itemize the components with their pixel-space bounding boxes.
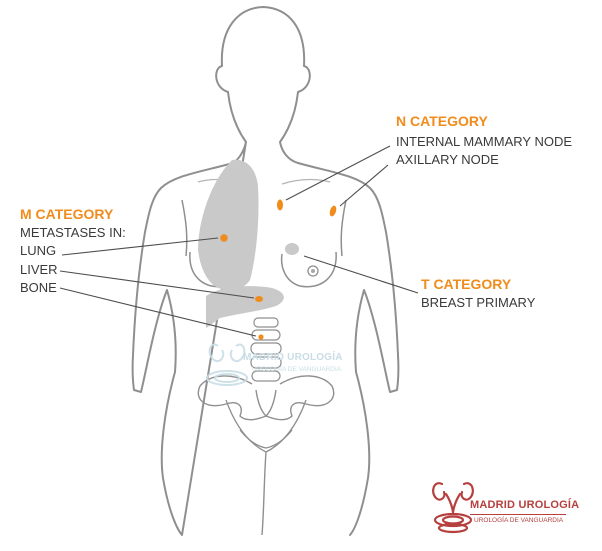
marker-lung xyxy=(220,234,228,242)
n-category-item-axillary: AXILLARY NODE xyxy=(396,152,499,167)
marker-internal-mammary xyxy=(277,199,283,211)
leader-liver xyxy=(59,270,255,299)
leg-split xyxy=(261,451,267,536)
t-category-title: T CATEGORY xyxy=(421,276,512,292)
marker-bone xyxy=(258,334,264,340)
logo-divider xyxy=(470,514,566,515)
n-category-item-internal-mammary: INTERNAL MAMMARY NODE xyxy=(396,134,573,149)
nipple-right xyxy=(307,265,319,277)
m-category-subtitle: METASTASES IN: xyxy=(20,225,126,240)
metastasis-markers xyxy=(220,199,337,340)
leader-internal-mammary xyxy=(285,145,391,201)
breast-primary-tumor xyxy=(285,243,299,255)
leader-lines xyxy=(59,145,419,337)
leader-axillary xyxy=(339,164,389,207)
kidney-logo-icon xyxy=(432,482,474,534)
lung-organ xyxy=(198,159,259,290)
m-category-item-bone: BONE xyxy=(20,280,57,295)
breast-right xyxy=(280,251,337,288)
armpit-left xyxy=(181,199,188,257)
m-category-item-lung: LUNG xyxy=(20,243,57,258)
t-category-item-breast-primary: BREAST PRIMARY xyxy=(421,295,536,310)
armpit-right xyxy=(340,199,347,257)
leader-bone xyxy=(59,287,257,337)
marker-axillary xyxy=(329,205,337,217)
n-category-title: N CATEGORY xyxy=(396,113,488,129)
collarbone-right xyxy=(281,178,331,185)
logo-title: MADRID UROLOGÍA xyxy=(470,499,580,511)
leader-breast-primary xyxy=(303,255,419,294)
watermark-title: MADRID UROLOGÍA xyxy=(243,352,343,363)
pelvis xyxy=(197,375,335,449)
leader-lung xyxy=(61,237,219,256)
m-category-title: M CATEGORY xyxy=(20,206,114,222)
logo-subtitle: UROLOGÍA DE VANGUARDIA xyxy=(474,517,564,524)
liver-organ xyxy=(206,286,284,328)
groin-right xyxy=(265,399,307,453)
spine xyxy=(250,317,282,382)
nipple-right-center xyxy=(311,269,315,273)
body-outline xyxy=(131,6,400,536)
kidney-watermark-icon xyxy=(206,343,248,386)
m-category-item-liver: LIVER xyxy=(20,262,58,277)
groin-left xyxy=(225,399,267,453)
marker-liver xyxy=(255,296,263,302)
watermark-subtitle: UROLOGÍA DE VANGUARDIA xyxy=(252,366,342,373)
